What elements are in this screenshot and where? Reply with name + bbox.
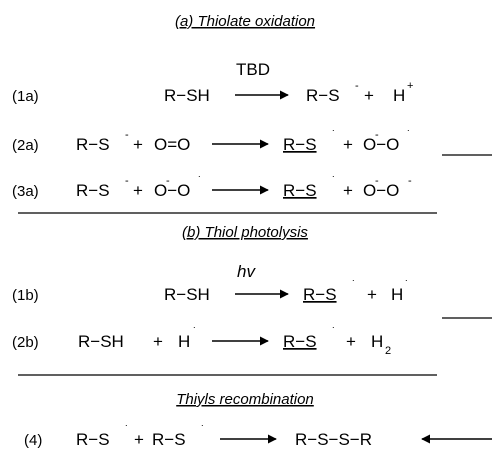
species-rsh: R−SH [164,86,210,105]
plus-sign: + [153,332,163,351]
reaction-label-2a: (2a) [12,137,39,154]
reaction-label-4: (4) [24,432,42,449]
species-rsh: R−SH [164,285,210,304]
plus-sign: + [364,86,374,105]
reaction-label-3a: (3a) [12,183,39,200]
species-oo: O−O [363,135,399,154]
species-oo: O−O [154,181,190,200]
radical-dot: ˙ [352,279,356,291]
charge-minus: - [125,175,129,187]
charge-minus: - [375,175,379,187]
plus-sign: + [343,181,353,200]
charge-minus: - [375,129,379,141]
subscript-2: 2 [385,345,391,357]
section-header-c: Thiyls recombination [176,391,314,408]
radical-dot: ˙ [407,129,411,141]
section-header-b: (b) Thiol photolysis [182,224,308,241]
charge-minus: - [125,129,129,141]
radical-dot: ˙ [332,175,336,187]
species-rssr: R−S−S−R [295,430,372,449]
catalyst-tbd: TBD [236,60,270,79]
species-rs: R−S [306,86,340,105]
charge-plus: + [407,80,413,92]
species-rs: R−S [152,430,186,449]
species-h: H [391,285,403,304]
catalyst-hv: hv [237,262,256,281]
species-oo: O−O [363,181,399,200]
species-rs-underlined: R−S [283,135,317,154]
radical-dot: ˙ [125,424,129,436]
species-h2: H [371,332,383,351]
plus-sign: + [133,135,143,154]
species-rsh: R−SH [78,332,124,351]
plus-sign: + [134,430,144,449]
radical-dot: ˙ [332,129,336,141]
plus-sign: + [346,332,356,351]
section-header-a: (a) Thiolate oxidation [175,13,315,30]
radical-dot: ˙ [405,279,409,291]
radical-dot: ˙ [198,175,202,187]
species-h: H [178,332,190,351]
species-rs-underlined: R−S [303,285,337,304]
radical-dot: ˙ [193,326,197,338]
charge-minus: - [355,80,359,92]
charge-minus: - [166,175,170,187]
charge-minus: - [408,175,412,187]
species-rs-underlined: R−S [283,332,317,351]
species-rs-underlined: R−S [283,181,317,200]
species-rs: R−S [76,430,110,449]
reaction-label-1b: (1b) [12,287,39,304]
radical-dot: ˙ [201,424,205,436]
species-rs: R−S [76,135,110,154]
plus-sign: + [133,181,143,200]
radical-dot: ˙ [332,326,336,338]
species-h: H [393,86,405,105]
species-o2: O=O [154,135,190,154]
reaction-label-1a: (1a) [12,88,39,105]
plus-sign: + [343,135,353,154]
species-rs: R−S [76,181,110,200]
plus-sign: + [367,285,377,304]
reaction-label-2b: (2b) [12,334,39,351]
